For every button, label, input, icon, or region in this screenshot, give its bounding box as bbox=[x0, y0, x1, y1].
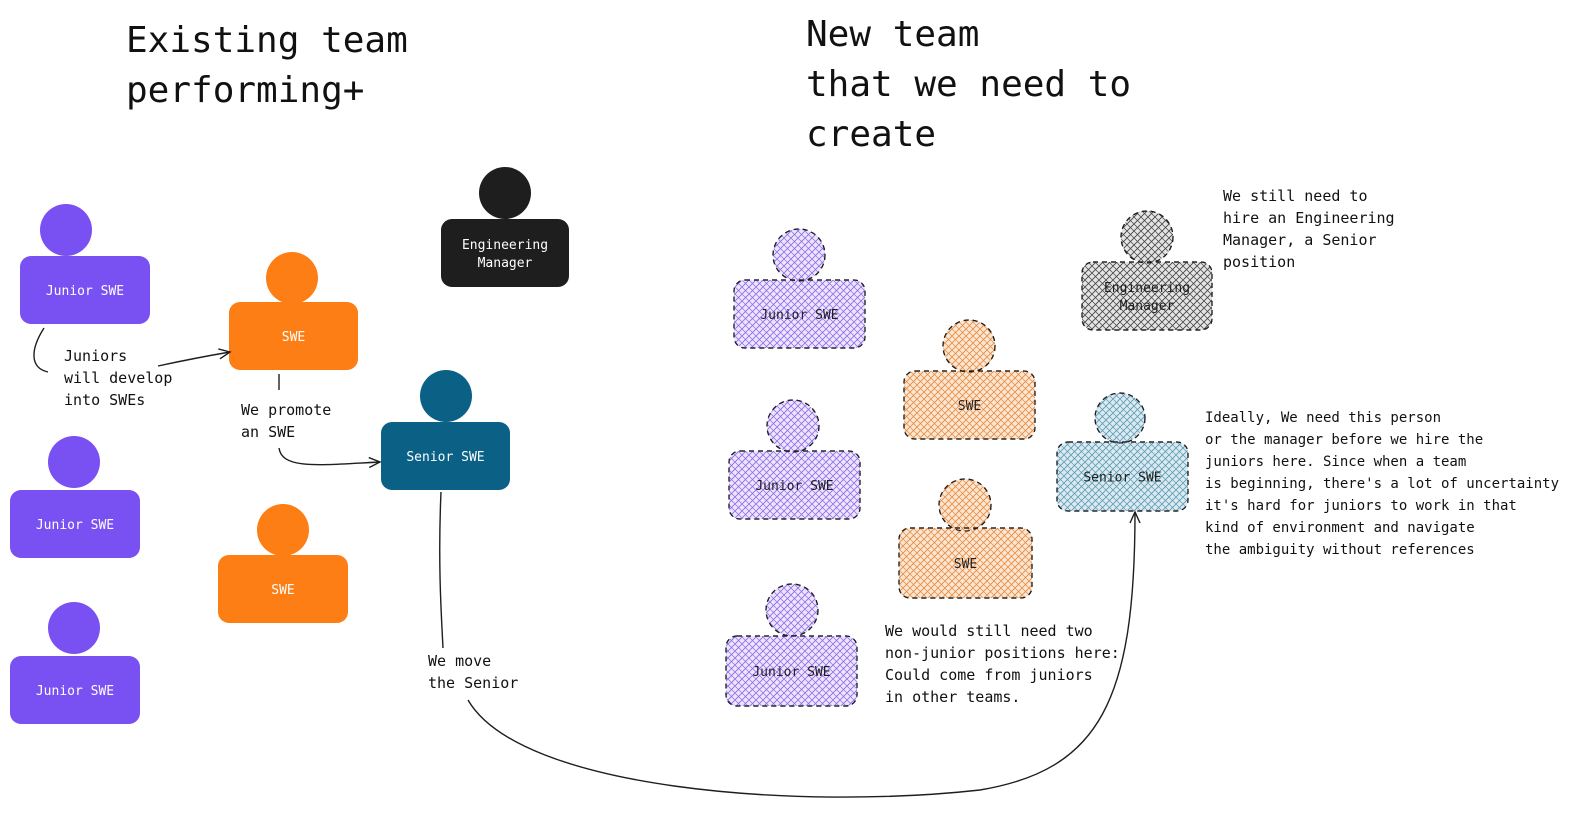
person-head-outline bbox=[1120, 210, 1174, 264]
person-body bbox=[20, 256, 150, 324]
person-junior-hatched-9[interactable]: Junior SWE bbox=[728, 399, 861, 520]
person-label: SWE bbox=[282, 330, 305, 345]
connector-juniors-to-swe bbox=[33, 327, 49, 373]
arrow-promote-to-senior bbox=[278, 447, 382, 469]
person-body bbox=[10, 656, 140, 724]
person-head bbox=[257, 504, 309, 556]
person-swe-hatched-12[interactable]: SWE bbox=[898, 478, 1033, 599]
person-swe-solid-5[interactable]: SWE bbox=[218, 504, 348, 623]
person-head-hatch bbox=[766, 584, 818, 636]
person-head-outline bbox=[772, 228, 826, 282]
note-juniors-develop: Juniors will develop into SWEs bbox=[64, 347, 173, 409]
person-label: Junior SWE bbox=[36, 518, 114, 533]
note-move-senior: We move the Senior bbox=[428, 652, 519, 692]
note-hire-manager: We still need to hire an Engineering Man… bbox=[1223, 187, 1395, 271]
person-head-hatch bbox=[767, 400, 819, 452]
person-head bbox=[48, 602, 100, 654]
arrow-juniors-to-swe bbox=[157, 348, 232, 367]
person-label: SWE bbox=[271, 583, 294, 598]
person-label: Junior SWE bbox=[760, 308, 838, 323]
person-body-hatch bbox=[726, 636, 857, 706]
person-junior-solid-2[interactable]: Junior SWE bbox=[10, 436, 140, 558]
person-senior-hatched-14[interactable]: Senior SWE bbox=[1056, 392, 1189, 512]
person-body bbox=[381, 422, 510, 490]
person-body bbox=[218, 555, 348, 623]
person-body-hatch bbox=[734, 280, 865, 348]
person-label: Junior SWE bbox=[755, 479, 833, 494]
person-body bbox=[10, 490, 140, 558]
person-senior-solid-7[interactable]: Senior SWE bbox=[381, 370, 510, 490]
person-head bbox=[420, 370, 472, 422]
person-head bbox=[48, 436, 100, 488]
person-head bbox=[266, 252, 318, 304]
person-label: SWE bbox=[958, 399, 981, 414]
person-junior-solid-3[interactable]: Junior SWE bbox=[10, 602, 140, 724]
person-head-hatch bbox=[773, 229, 825, 281]
person-label: Junior SWE bbox=[752, 665, 830, 680]
person-junior-hatched-8[interactable]: Junior SWE bbox=[733, 228, 866, 349]
person-body bbox=[229, 302, 358, 370]
note-ideally: Ideally, We need this person or the mana… bbox=[1205, 410, 1560, 558]
note-promote-swe: We promote an SWE bbox=[241, 401, 332, 441]
person-body-outline bbox=[725, 635, 858, 707]
person-body-hatch bbox=[729, 451, 860, 519]
person-body-hatch bbox=[1082, 262, 1212, 330]
person-label: SWE bbox=[954, 557, 977, 572]
person-junior-hatched-10[interactable]: Junior SWE bbox=[725, 583, 858, 707]
person-body-outline bbox=[1056, 441, 1189, 512]
person-head-hatch bbox=[1095, 393, 1145, 443]
person-body-hatch bbox=[904, 371, 1035, 439]
note-non-junior-positions: We would still need two non-junior posit… bbox=[885, 622, 1120, 706]
person-body-outline bbox=[898, 527, 1033, 599]
person-head bbox=[40, 204, 92, 256]
arrow-move-senior bbox=[467, 510, 1141, 798]
person-body-outline bbox=[733, 279, 866, 349]
person-body-outline bbox=[1081, 261, 1213, 331]
person-head-hatch bbox=[939, 479, 991, 531]
person-body-hatch bbox=[899, 528, 1032, 598]
person-head-outline bbox=[766, 399, 820, 453]
connector-senior-to-move bbox=[439, 491, 444, 649]
person-swe-solid-4[interactable]: SWE bbox=[229, 252, 358, 370]
person-head bbox=[479, 167, 531, 219]
person-label: Senior SWE bbox=[406, 450, 484, 465]
person-junior-solid-1[interactable]: Junior SWE bbox=[20, 204, 150, 324]
person-body-outline bbox=[903, 370, 1036, 440]
person-body bbox=[441, 219, 569, 287]
person-swe-hatched-11[interactable]: SWE bbox=[903, 319, 1036, 440]
person-head-hatch bbox=[943, 320, 995, 372]
person-body-hatch bbox=[1057, 442, 1188, 511]
person-head-outline bbox=[942, 319, 996, 373]
person-label: Junior SWE bbox=[46, 284, 124, 299]
person-head-outline bbox=[938, 478, 992, 532]
person-head-outline bbox=[1094, 392, 1146, 444]
title-existing-team: Existing team performing+ bbox=[126, 20, 408, 111]
person-body-outline bbox=[728, 450, 861, 520]
person-label: Senior SWE bbox=[1083, 471, 1161, 486]
person-label: Junior SWE bbox=[36, 684, 114, 699]
title-new-team: New team that we need to create bbox=[806, 14, 1132, 155]
person-head-hatch bbox=[1121, 211, 1173, 263]
